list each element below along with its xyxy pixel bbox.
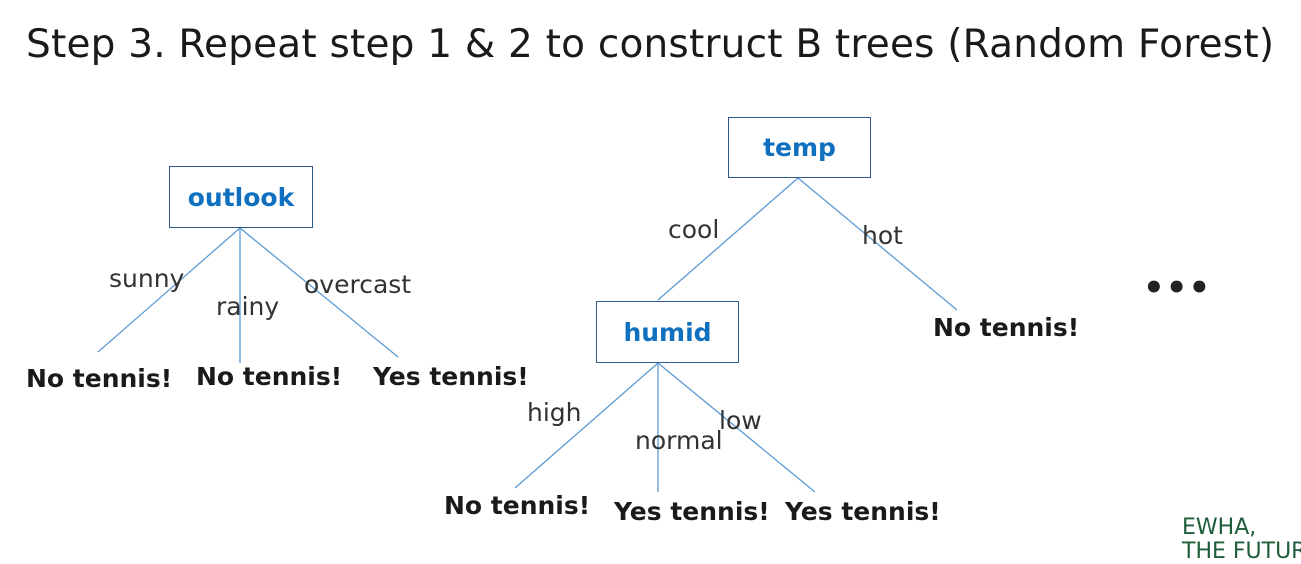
edge-humid-high	[514, 362, 659, 489]
tree1-leaf-rainy: No tennis!	[196, 362, 343, 391]
edge-outlook-sunny	[97, 227, 241, 353]
logo-line-2: THE FUTURE	[1182, 539, 1301, 564]
tree2-humid-node: humid	[596, 301, 739, 363]
tree1-root-node: outlook	[169, 166, 313, 228]
edge-label-high: high	[527, 398, 582, 427]
tree2-leaf-high: No tennis!	[444, 491, 591, 520]
edge-temp-cool	[657, 177, 799, 301]
edge-temp-hot	[797, 177, 958, 311]
tree2-leaf-hot: No tennis!	[933, 313, 1080, 342]
tree1-leaf-sunny: No tennis!	[26, 364, 173, 393]
edge-label-overcast: overcast	[304, 270, 412, 299]
edge-label-hot: hot	[862, 221, 903, 250]
edge-label-normal: normal	[635, 426, 723, 455]
tree2-leaf-normal: Yes tennis!	[614, 497, 770, 526]
more-trees-ellipsis: •••	[1143, 268, 1212, 308]
tree-edges	[97, 177, 958, 493]
ewha-logo: EWHA, THE FUTURE	[1182, 516, 1301, 564]
edge-humid-low	[657, 362, 816, 493]
edge-label-low: low	[719, 406, 762, 435]
tree2-root-node: temp	[728, 117, 871, 178]
logo-line-1: EWHA,	[1182, 515, 1257, 540]
edge-outlook-overcast	[239, 227, 399, 358]
tree2-leaf-low: Yes tennis!	[785, 497, 941, 526]
edge-label-cool: cool	[668, 215, 720, 244]
edge-label-sunny: sunny	[109, 264, 185, 293]
page-title: Step 3. Repeat step 1 & 2 to construct B…	[26, 22, 1275, 67]
edge-label-rainy: rainy	[216, 292, 280, 321]
tree1-leaf-overcast: Yes tennis!	[373, 362, 529, 391]
